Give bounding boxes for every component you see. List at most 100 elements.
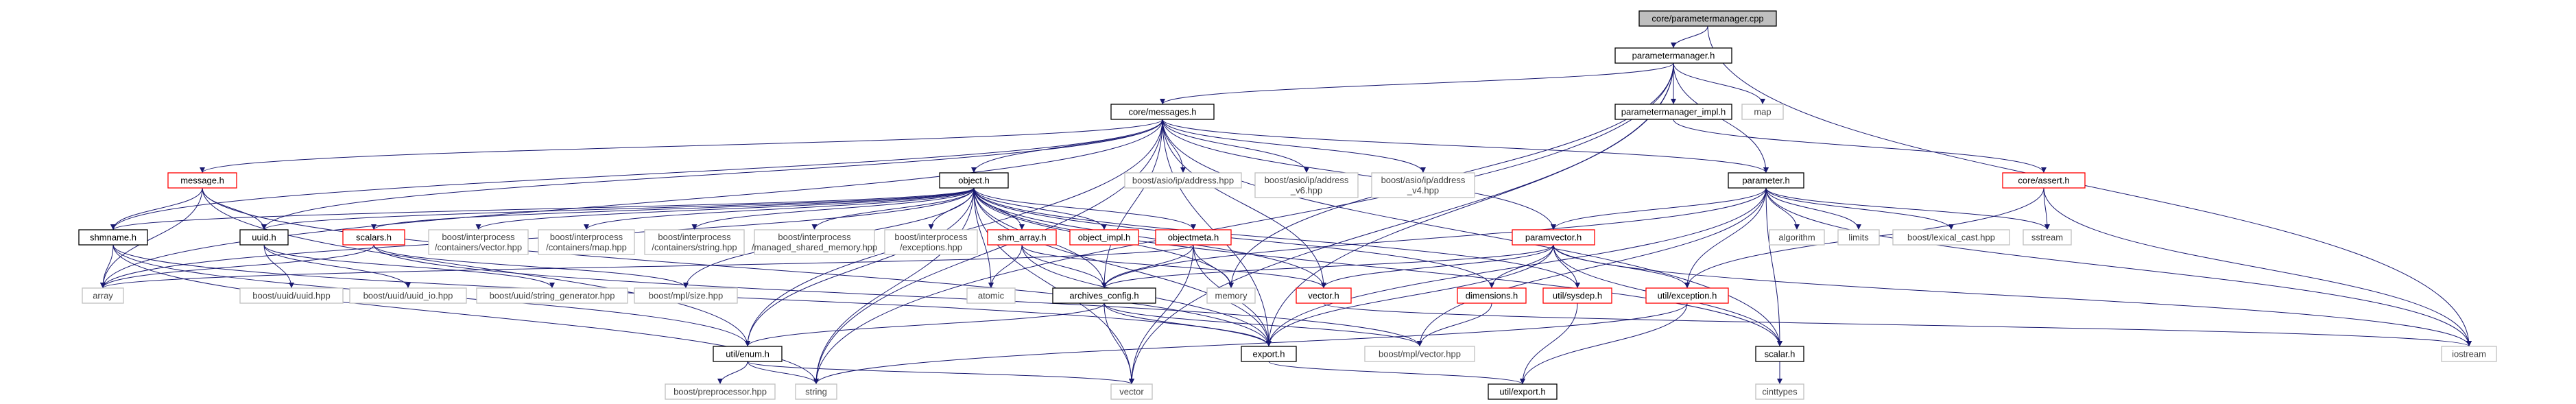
edge-object-to-export xyxy=(973,187,1272,347)
node-assert[interactable]: core/assert.h xyxy=(2002,172,2086,189)
node-uuid_hpp: boost/uuid/uuid.hpp xyxy=(239,287,344,304)
node-box-asio_v6 xyxy=(1254,172,1359,198)
node-box-root xyxy=(1638,10,1777,27)
edge-message-to-array xyxy=(100,187,203,289)
edge-object-to-object_impl xyxy=(973,187,1107,230)
node-message[interactable]: message.h xyxy=(167,172,237,189)
node-label-map: map xyxy=(1754,107,1771,117)
node-parameter[interactable]: parameter.h xyxy=(1728,172,1804,189)
edge-object-to-sysdep xyxy=(973,187,1580,289)
node-archives[interactable]: archives_config.h xyxy=(1052,287,1156,304)
node-label-uuid_hpp: boost/uuid/uuid.hpp xyxy=(252,291,330,301)
node-label-asio_v4-0: boost/asio/ip/address xyxy=(1381,175,1466,185)
node-shm_array[interactable]: shm_array.h xyxy=(987,229,1057,246)
node-label-asio_v6-0: boost/asio/ip/address xyxy=(1265,175,1349,185)
node-label-ipc_msm-1: /managed_shared_memory.hpp xyxy=(752,242,877,252)
node-atomic: atomic xyxy=(966,287,1016,304)
edge-parameter-to-sstream xyxy=(1765,187,2050,230)
node-dimensions[interactable]: dimensions.h xyxy=(1457,287,1527,304)
edge-objectmeta-to-archives xyxy=(1101,244,1194,289)
edge-export-to-util_export xyxy=(1268,361,1525,385)
node-box-map xyxy=(1741,104,1784,120)
node-box-uuid_hpp xyxy=(239,287,344,304)
node-label-asio_addr: boost/asio/ip/address.hpp xyxy=(1132,176,1234,186)
edge-scalars-to-mpl_size xyxy=(373,244,689,289)
edge-objectmeta-to-array xyxy=(100,244,1194,289)
node-messages[interactable]: core/messages.h xyxy=(1110,104,1215,120)
node-enum[interactable]: util/enum.h xyxy=(713,346,783,362)
node-box-ipc_string xyxy=(644,229,745,255)
node-array: array xyxy=(82,287,124,304)
node-paramvector[interactable]: paramvector.h xyxy=(1512,229,1595,246)
edge-object-to-ipc_map xyxy=(584,187,975,230)
edge-object-to-string xyxy=(813,187,975,385)
node-box-memory xyxy=(1206,287,1256,304)
node-preprocessor: boost/preprocessor.hpp xyxy=(665,383,776,400)
node-exception[interactable]: util/exception.h xyxy=(1645,287,1729,304)
node-label-cinttypes: cinttypes xyxy=(1762,387,1798,397)
edge-messages-to-array xyxy=(100,119,1163,289)
node-box-enum xyxy=(713,346,783,362)
edge-messages-to-shmname xyxy=(110,119,1163,230)
edge-object-to-ipc_msm xyxy=(811,187,975,230)
node-label-pm_impl: parametermanager_impl.h xyxy=(1621,107,1726,117)
edge-objectmeta-to-memory xyxy=(1193,244,1234,289)
node-pm[interactable]: parametermanager.h xyxy=(1614,47,1732,64)
node-pm_impl[interactable]: parametermanager_impl.h xyxy=(1614,104,1732,120)
node-label-atomic: atomic xyxy=(978,291,1005,301)
node-label-ipc_exc-1: /exceptions.hpp xyxy=(900,242,962,252)
node-label-ipc_string-1: /containers/string.hpp xyxy=(652,242,737,252)
node-box-export xyxy=(1241,346,1297,362)
edge-pm-to-map xyxy=(1673,62,1765,105)
node-box-pm_impl xyxy=(1614,104,1732,120)
edge-parameter-to-limits xyxy=(1765,187,1861,230)
node-objectmeta[interactable]: objectmeta.h xyxy=(1155,229,1232,246)
edge-paramvector-to-dimensions xyxy=(1489,244,1554,289)
edge-archives-to-export xyxy=(1104,302,1272,347)
node-label-ipc_exc-0: boost/interprocess xyxy=(894,232,968,242)
node-box-sstream xyxy=(2023,229,2072,246)
edge-exception-to-util_export xyxy=(1520,302,1688,385)
node-label-string: string xyxy=(805,387,827,397)
edge-dimensions-to-mpl_vector xyxy=(1417,302,1492,347)
edge-parameter-to-mpl_vector xyxy=(1417,187,1767,347)
node-root[interactable]: core/parametermanager.cpp xyxy=(1638,10,1777,27)
node-label-root: core/parametermanager.cpp xyxy=(1651,14,1763,24)
node-uuid[interactable]: uuid.h xyxy=(239,229,289,246)
node-shmname[interactable]: shmname.h xyxy=(78,229,148,246)
edge-object-to-vector xyxy=(973,187,1134,385)
edge-parameter-to-algorithm xyxy=(1765,187,1800,230)
node-box-vector xyxy=(1110,383,1153,400)
node-vector_h[interactable]: vector.h xyxy=(1296,287,1352,304)
node-vector: vector xyxy=(1110,383,1153,400)
node-export[interactable]: export.h xyxy=(1241,346,1297,362)
node-util_export[interactable]: util/export.h xyxy=(1488,383,1558,400)
node-box-sysdep xyxy=(1542,287,1612,304)
node-box-atomic xyxy=(966,287,1016,304)
edge-shm_array-to-atomic xyxy=(988,244,1023,289)
edge-shm_array-to-archives xyxy=(1021,244,1107,289)
node-ipc_string: boost/interprocess/containers/string.hpp xyxy=(644,229,745,255)
node-object[interactable]: object.h xyxy=(939,172,1009,189)
edge-paramvector-to-archives xyxy=(1101,244,1554,289)
node-sysdep[interactable]: util/sysdep.h xyxy=(1542,287,1612,304)
edge-object-to-ipc_string xyxy=(691,187,975,230)
edge-archives-to-vector xyxy=(1104,302,1134,385)
node-box-algorithm xyxy=(1769,229,1825,246)
node-box-iostream xyxy=(2441,346,2497,362)
edge-pm-to-vector xyxy=(1129,62,1674,385)
edge-parameter-to-lexical_cast xyxy=(1765,187,1954,230)
edge-pm-to-string xyxy=(813,62,1674,385)
edge-enum-to-preprocessor xyxy=(717,361,748,385)
node-scalars[interactable]: scalars.h xyxy=(342,229,405,246)
node-ipc_vector: boost/interprocess/containers/vector.hpp xyxy=(428,229,529,255)
node-label-memory: memory xyxy=(1215,291,1248,301)
node-label-object: object.h xyxy=(958,176,990,186)
node-label-asio_v4-1: _v4.hpp xyxy=(1407,185,1439,195)
node-scalar[interactable]: scalar.h xyxy=(1755,346,1804,362)
node-label-ipc_msm-0: boost/interprocess xyxy=(778,232,851,242)
node-label-ipc_map-1: /containers/map.hpp xyxy=(546,242,627,252)
node-label-ipc_string-0: boost/interprocess xyxy=(658,232,731,242)
node-object_impl[interactable]: object_impl.h xyxy=(1069,229,1139,246)
edge-exception-to-string xyxy=(813,302,1688,385)
